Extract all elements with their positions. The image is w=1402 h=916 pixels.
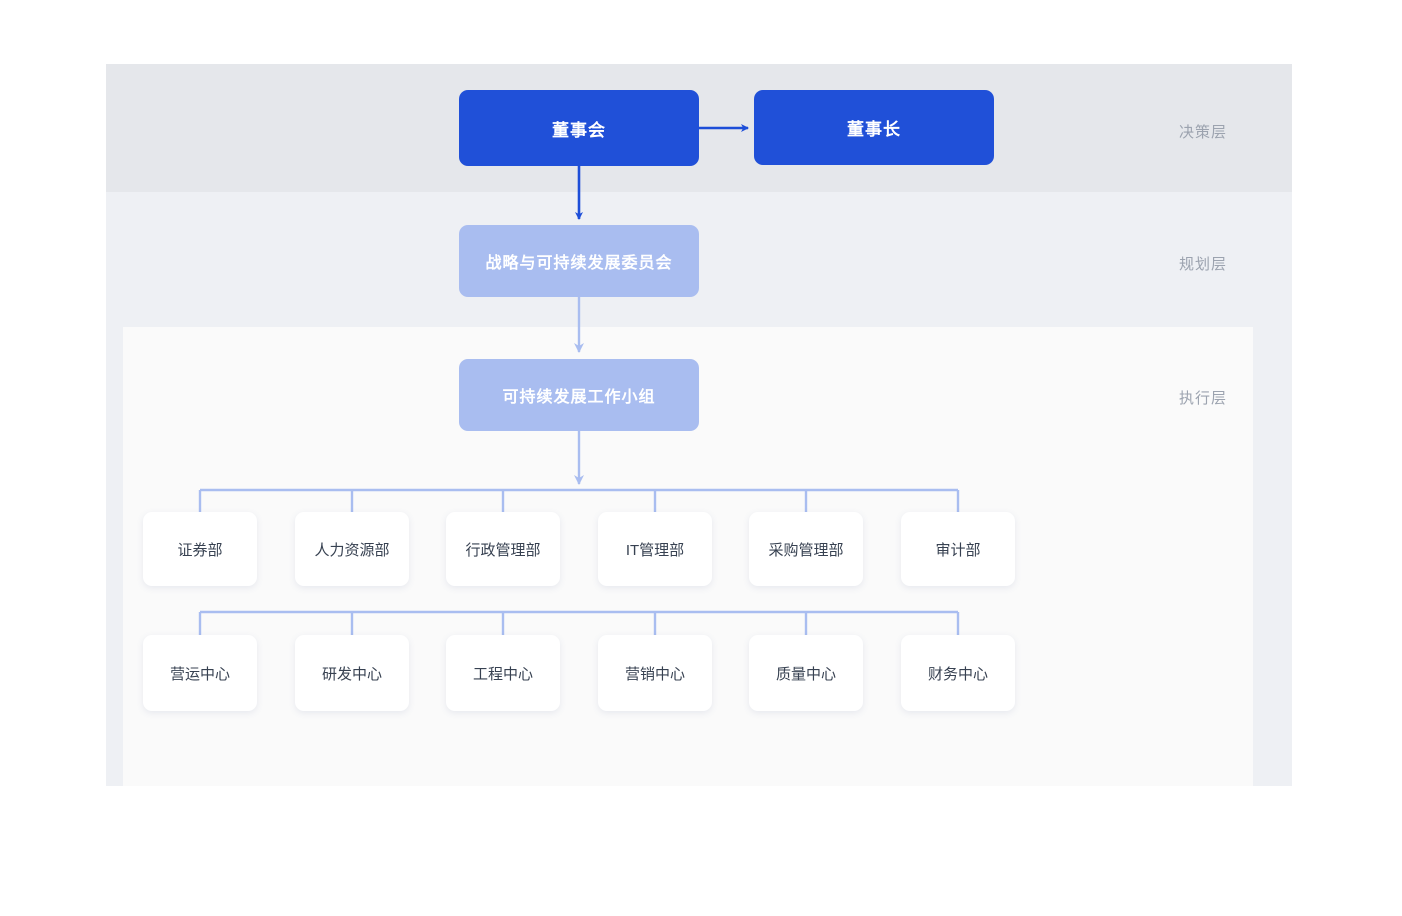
node-center-5[interactable]: 财务中心 (901, 635, 1015, 711)
node-department-3[interactable]: IT管理部 (598, 512, 712, 586)
layer-label-execution: 执行层 (1178, 390, 1227, 407)
node-department-4[interactable]: 采购管理部 (749, 512, 863, 586)
node-committee[interactable]: 战略与可持续发展委员会 (459, 225, 699, 297)
layer-label-decision: 决策层 (1178, 124, 1227, 141)
node-center-1[interactable]: 研发中心 (295, 635, 409, 711)
node-department-2[interactable]: 行政管理部 (446, 512, 560, 586)
node-center-0[interactable]: 营运中心 (143, 635, 257, 711)
node-center-2[interactable]: 工程中心 (446, 635, 560, 711)
node-center-3[interactable]: 营销中心 (598, 635, 712, 711)
layer-band-decision (106, 64, 1292, 192)
node-center-4[interactable]: 质量中心 (749, 635, 863, 711)
node-department-0[interactable]: 证券部 (143, 512, 257, 586)
node-department-5[interactable]: 审计部 (901, 512, 1015, 586)
node-workgroup[interactable]: 可持续发展工作小组 (459, 359, 699, 431)
layer-band-planning (106, 192, 1292, 327)
node-chairman[interactable]: 董事长 (754, 90, 994, 165)
layer-label-planning: 规划层 (1178, 256, 1227, 273)
node-department-1[interactable]: 人力资源部 (295, 512, 409, 586)
node-board[interactable]: 董事会 (459, 90, 699, 166)
